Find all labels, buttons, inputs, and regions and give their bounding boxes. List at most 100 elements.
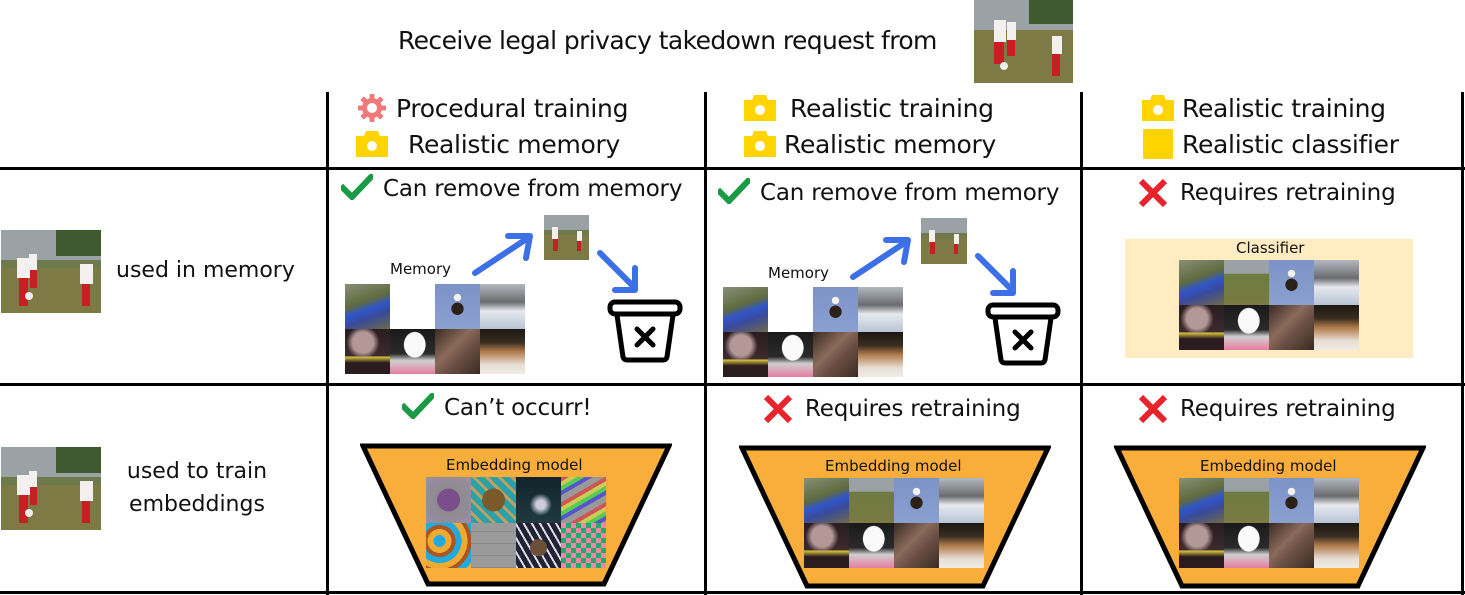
smoke-taxi-image	[1179, 523, 1224, 568]
verdict-text: Requires retraining	[805, 396, 1021, 422]
shoe-image	[894, 523, 939, 568]
bottom-border	[0, 591, 1465, 594]
header-line: Procedural training	[396, 93, 629, 123]
verdict-fail: Requires retraining	[1138, 394, 1396, 424]
removed-image	[921, 218, 967, 264]
sine-waves-image	[516, 477, 561, 523]
rainbow-stripes-image	[561, 477, 606, 523]
checkmark-icon	[341, 174, 373, 204]
procedural-image-grid	[426, 477, 606, 568]
verdict-fail: Requires retraining	[1138, 178, 1396, 208]
camera-icon	[356, 130, 388, 158]
cat-image	[1314, 523, 1359, 568]
verdict-ok: Can’t occurr!	[402, 393, 592, 423]
soccer-players-image	[1224, 260, 1269, 305]
lattice-image	[516, 522, 561, 568]
cat-image	[1314, 305, 1359, 350]
column-header-realistic-classifier: Realistic training Realistic classifier	[1142, 90, 1399, 162]
bald-eagle-image	[813, 287, 858, 332]
header-line: Realistic memory	[408, 129, 620, 159]
row-divider	[0, 383, 1465, 386]
classifier-label: Classifier	[1236, 239, 1305, 257]
smoke-taxi-image	[345, 329, 390, 374]
header-line: Realistic training	[790, 93, 994, 123]
verdict-text: Can’t occurr!	[444, 395, 592, 421]
trash-icon	[607, 299, 683, 363]
hat-stack-image	[390, 329, 435, 374]
trash-icon	[985, 302, 1061, 366]
memory-label: Memory	[390, 260, 452, 278]
row-image-memory	[1, 230, 101, 313]
rooftops-book-image	[1314, 260, 1359, 305]
header-line: Realistic training	[1182, 93, 1386, 123]
classifier-image-grid	[1179, 260, 1359, 350]
rooftops-book-image	[480, 284, 525, 329]
embedding-model-label: Embedding model	[825, 457, 962, 475]
cat-image	[858, 332, 903, 377]
bald-eagle-image	[894, 478, 939, 523]
camera-icon	[744, 130, 776, 158]
color-swirl-image	[426, 522, 471, 568]
row-label-memory: used in memory	[116, 258, 295, 283]
column-divider-3	[1080, 92, 1083, 595]
verdict-ok: Can remove from memory	[718, 178, 1059, 208]
removed-image	[544, 215, 589, 260]
column-divider-1	[326, 92, 329, 595]
verdict-text: Can remove from memory	[383, 176, 683, 202]
soccer-players-image	[849, 478, 894, 523]
scooter-image	[1179, 478, 1224, 523]
verdict-ok: Can remove from memory	[341, 174, 682, 204]
embedding-model-label: Embedding model	[1200, 457, 1337, 475]
scooter-image	[723, 287, 768, 332]
checkmark-icon	[402, 393, 434, 423]
shoe-image	[435, 329, 480, 374]
smoke-taxi-image	[1179, 305, 1224, 350]
bald-eagle-image	[435, 284, 480, 329]
column-divider-2	[704, 92, 707, 595]
smoke-taxi-image	[804, 523, 849, 568]
memory-image-grid	[723, 287, 903, 377]
memory-image-grid	[345, 284, 525, 374]
cross-icon	[763, 394, 795, 424]
header-divider	[0, 167, 1465, 170]
purple-texture-image	[426, 477, 471, 523]
cat-image	[480, 329, 525, 374]
hat-stack-image	[1224, 523, 1269, 568]
gear-icon	[356, 94, 388, 122]
rooftops-book-image	[939, 478, 984, 523]
column-header-realistic-memory: Realistic training Realistic memory	[744, 90, 996, 162]
header-line: Realistic classifier	[1182, 129, 1399, 159]
shoe-image	[813, 332, 858, 377]
scooter-image	[345, 284, 390, 329]
bald-eagle-image	[1269, 260, 1314, 305]
header-line: Realistic memory	[784, 129, 996, 159]
soccer-players-image	[1224, 478, 1269, 523]
shoe-image	[1269, 305, 1314, 350]
gray-grid-image	[471, 522, 516, 568]
hat-stack-image	[768, 332, 813, 377]
soccer-players-photo-icon	[921, 218, 967, 264]
arrow-up-icon	[850, 237, 911, 280]
shoe-image	[1269, 523, 1314, 568]
row-label-line: embeddings	[129, 492, 265, 517]
row-label-line: used to train	[126, 459, 268, 484]
request-image	[974, 0, 1073, 83]
soccer-players-photo-icon	[544, 215, 589, 260]
realistic-image-grid	[1179, 478, 1359, 568]
square-icon	[1142, 129, 1174, 159]
row-image-embeddings	[1, 447, 101, 530]
arrow-down-icon	[597, 250, 638, 293]
bald-eagle-image	[1269, 478, 1314, 523]
verdict-text: Requires retraining	[1180, 396, 1396, 422]
soccer-players-photo-icon	[1, 230, 101, 313]
cat-image	[939, 523, 984, 568]
row-label-embeddings: used to train embeddings	[112, 455, 282, 521]
checker-scene-image	[561, 522, 606, 568]
camera-icon	[744, 94, 776, 122]
arrow-up-icon	[472, 233, 533, 276]
scooter-image	[804, 478, 849, 523]
cross-icon	[1138, 394, 1170, 424]
realistic-image-grid	[804, 478, 984, 568]
teal-swirl-image	[471, 477, 516, 523]
verdict-fail: Requires retraining	[763, 394, 1021, 424]
